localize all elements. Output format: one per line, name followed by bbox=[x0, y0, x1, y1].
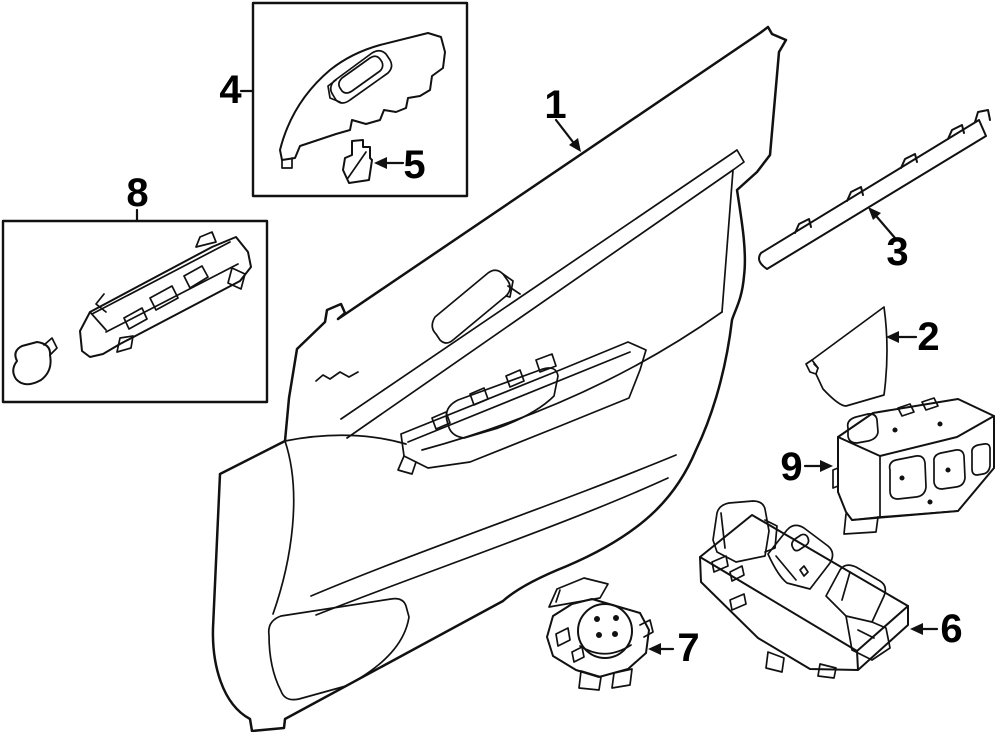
belt-molding-strip-drawing bbox=[758, 109, 991, 270]
switch-module-drawing bbox=[832, 397, 995, 535]
callout-3-leader bbox=[875, 215, 897, 240]
callout-7-label: 7 bbox=[677, 626, 699, 670]
callout-5-label: 5 bbox=[403, 143, 425, 187]
trim-cover-plate-drawing bbox=[805, 306, 888, 407]
callout-7-arrow-icon bbox=[648, 643, 661, 655]
callout-9-arrow-icon bbox=[820, 460, 833, 472]
callout-6-arrow-icon bbox=[910, 623, 923, 635]
callout-2-label: 2 bbox=[917, 315, 939, 359]
clip-drawing bbox=[342, 139, 373, 184]
callout-8-label: 8 bbox=[126, 171, 148, 215]
inset-box-switch-bezel bbox=[251, 1, 469, 198]
callout-leaders bbox=[135, 89, 939, 655]
callout-1-label: 1 bbox=[544, 83, 566, 127]
mirror-switch-drawing bbox=[546, 577, 654, 691]
callout-1-leader bbox=[554, 118, 575, 144]
callout-5-arrow-icon bbox=[374, 157, 387, 169]
callout-3-label: 3 bbox=[886, 230, 908, 274]
callout-9-label: 9 bbox=[780, 445, 802, 489]
inset-box-lamp-assembly bbox=[1, 219, 269, 404]
callout-3-arrow-icon bbox=[868, 207, 881, 220]
door-trim-panel-drawing bbox=[211, 25, 788, 732]
lamp-assembly-drawing bbox=[12, 231, 252, 386]
callout-4-label: 4 bbox=[219, 68, 241, 112]
callout-1-arrow-icon bbox=[569, 138, 581, 152]
window-switch-assembly-drawing bbox=[699, 500, 909, 679]
callout-2-arrow-icon bbox=[886, 331, 899, 343]
switch-bezel-drawing bbox=[279, 32, 446, 169]
callout-6-label: 6 bbox=[940, 607, 962, 651]
bulb-drawing bbox=[12, 337, 58, 386]
